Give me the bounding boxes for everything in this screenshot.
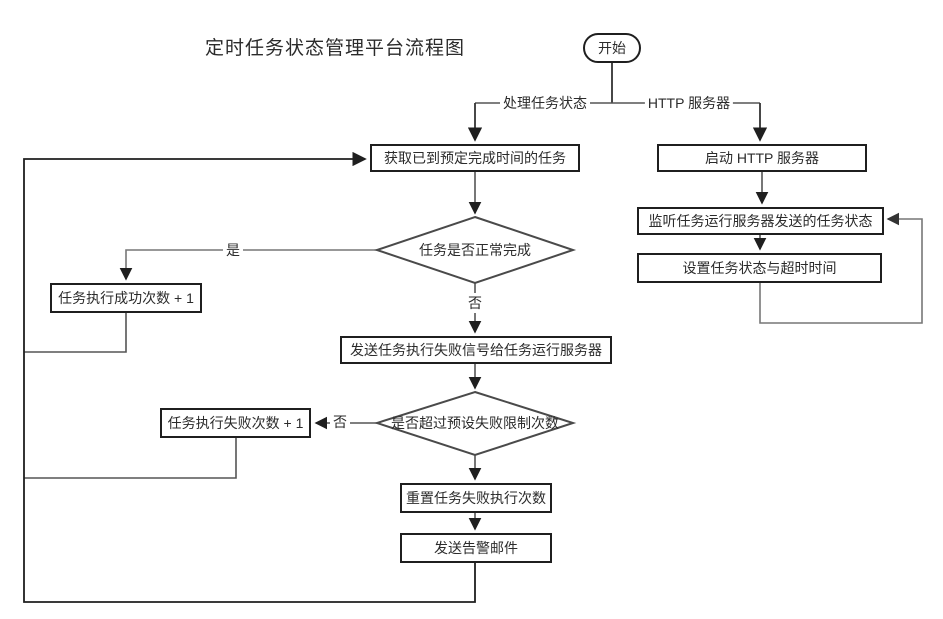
- edge-label-no-limit: 否: [330, 412, 350, 432]
- edge-yes-to-success-count: [119, 249, 377, 281]
- start-http-server-node: 启动 HTTP 服务器: [657, 144, 867, 172]
- task-complete-decision-label: 任务是否正常完成: [419, 242, 531, 258]
- edge-success-merge: [24, 313, 127, 353]
- edge-label-no-complete: 否: [465, 293, 485, 313]
- edge-label-http-server: HTTP 服务器: [644, 93, 734, 113]
- edge-loop-to-listen: [759, 212, 923, 324]
- fail-count-node: 任务执行失败次数 + 1: [160, 408, 311, 438]
- fail-limit-decision-shape: [373, 390, 577, 457]
- success-count-node: 任务执行成功次数 + 1: [50, 283, 202, 313]
- edge-label-yes: 是: [223, 240, 243, 260]
- edge-loop-to-fetch: [23, 151, 476, 603]
- diagram-title: 定时任务状态管理平台流程图: [205, 38, 466, 59]
- edge-fail-merge: [24, 438, 237, 479]
- start-node: 开始: [583, 33, 641, 63]
- set-status-timeout-node: 设置任务状态与超时时间: [637, 253, 882, 283]
- send-fail-signal-node: 发送任务执行失败信号给任务运行服务器: [340, 336, 612, 364]
- task-complete-decision-shape: [373, 215, 577, 285]
- reset-fail-count-node: 重置任务失败执行次数: [400, 483, 552, 513]
- send-alert-mail-node: 发送告警邮件: [400, 533, 552, 563]
- edge-label-handle-task-status: 处理任务状态: [500, 93, 590, 113]
- fail-limit-decision-label: 是否超过预设失败限制次数: [391, 415, 559, 431]
- listen-task-status-node: 监听任务运行服务器发送的任务状态: [637, 207, 884, 235]
- fetch-tasks-node: 获取已到预定完成时间的任务: [370, 144, 580, 172]
